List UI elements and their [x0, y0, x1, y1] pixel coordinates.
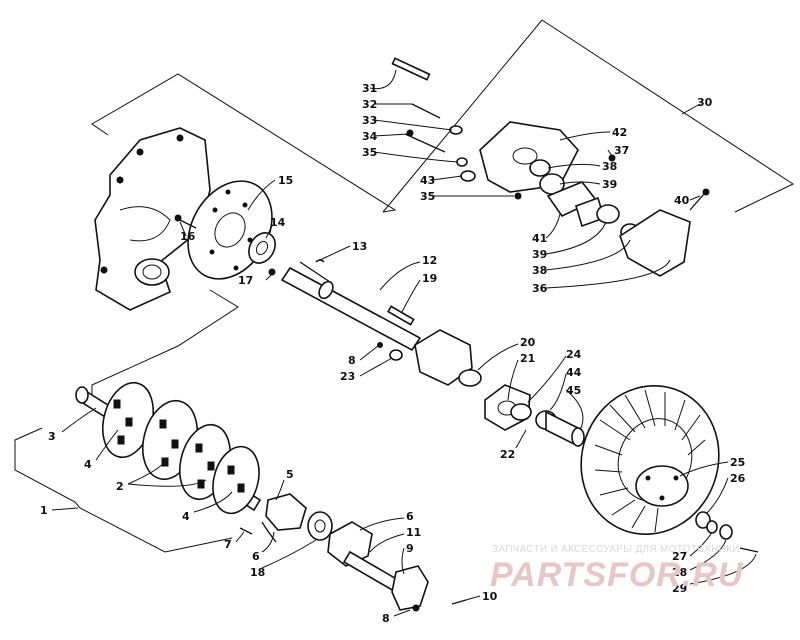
part-9-flange-end: [391, 565, 429, 611]
part-8-cotter-upper: [377, 342, 383, 348]
callout-36: 36: [532, 282, 548, 295]
callout-19: 19: [422, 272, 437, 285]
jackshaft: [280, 261, 422, 352]
part-17-nut: [268, 268, 276, 276]
part-32-bolt: [411, 103, 441, 119]
callout-33: 33: [362, 114, 377, 127]
part-16-bolt: [174, 214, 197, 229]
callout-labels: 31 32 33 34 35 43 35 30 42 37 38 39 40 4…: [40, 82, 746, 625]
callout-39-b: 39: [532, 248, 547, 261]
callout-28: 28: [672, 566, 687, 579]
callout-3: 3: [48, 430, 56, 443]
part-24-bearing: [510, 403, 532, 421]
callout-24: 24: [566, 348, 582, 361]
part-14-hub: [248, 232, 276, 264]
leader-lines: [51, 69, 757, 617]
group-30-leader: [681, 103, 701, 115]
part-26-washer: [695, 511, 711, 529]
callout-25: 25: [730, 456, 745, 469]
callout-1: 1: [40, 504, 48, 517]
callout-26: 26: [730, 472, 746, 485]
bearing-flange-20: [414, 329, 482, 387]
part-37-bleeder: [608, 154, 616, 162]
callout-21: 21: [520, 352, 535, 365]
callout-14: 14: [270, 216, 286, 229]
callout-34: 34: [362, 130, 378, 143]
part-34-bolt: [404, 133, 446, 153]
part-5-flange: [265, 493, 307, 531]
callout-31: 31: [362, 82, 377, 95]
callout-18: 18: [250, 566, 265, 579]
callout-6-a: 6: [252, 550, 260, 563]
part-6-flange-lower: [327, 521, 373, 567]
callout-37: 37: [614, 144, 629, 157]
callout-9: 9: [406, 542, 414, 555]
callout-10: 10: [482, 590, 498, 603]
callout-17: 17: [238, 274, 253, 287]
group-30-outline: [382, 19, 795, 213]
callout-41: 41: [532, 232, 547, 245]
part-35-nut-upper: [456, 157, 468, 167]
callout-7: 7: [224, 538, 232, 551]
callout-45: 45: [566, 384, 581, 397]
callout-27: 27: [672, 550, 687, 563]
part-29-bolt: [739, 547, 759, 553]
callout-8-upper: 8: [348, 354, 356, 367]
callout-30: 30: [697, 96, 713, 109]
callout-39-a: 39: [602, 178, 617, 191]
part-10-pin: [451, 599, 467, 605]
chaincase-group-outline: [91, 73, 397, 213]
callout-35-a: 35: [362, 146, 377, 159]
chaincase-housing: [94, 127, 211, 311]
part-40-fitting: [689, 188, 710, 211]
callout-43: 43: [420, 174, 435, 187]
callout-12: 12: [422, 254, 437, 267]
part-7-bolt: [239, 527, 253, 535]
watermark-brand: PARTSFOR.RU: [490, 556, 744, 594]
callout-4-a: 4: [84, 458, 92, 471]
part-35-nut-lower: [514, 192, 522, 200]
callout-11: 11: [406, 526, 421, 539]
part-31-bar: [391, 57, 431, 81]
callout-13: 13: [352, 240, 367, 253]
part-38-39-puck-upper: [529, 159, 565, 195]
callout-38-b: 38: [532, 264, 547, 277]
part-41-brake-pads: [546, 181, 605, 228]
callout-16: 16: [180, 230, 196, 243]
callout-23: 23: [340, 370, 355, 383]
callout-4-b: 4: [182, 510, 190, 523]
group-1-bracket: [14, 427, 233, 553]
callout-38-a: 38: [602, 160, 617, 173]
driven-pulley: [580, 384, 720, 536]
part-6-bearing: [307, 511, 333, 541]
callout-40: 40: [674, 194, 690, 207]
callout-6-b: 6: [406, 510, 414, 523]
part-8-cotter-lower: [412, 604, 420, 612]
drive-sprockets: [102, 381, 260, 515]
callout-5: 5: [286, 468, 294, 481]
callout-42: 42: [612, 126, 627, 139]
callout-2: 2: [116, 480, 124, 493]
part-23-washer: [389, 349, 403, 361]
part-27-28-washers: [706, 520, 733, 540]
part-36-caliper-half: [619, 209, 691, 277]
watermark-tagline: ЗАПЧАСТИ И АКСЕССУАРЫ ДЛЯ МОТОТЕХНИКИ: [492, 544, 740, 555]
callout-44: 44: [566, 366, 582, 379]
callout-20: 20: [520, 336, 536, 349]
callout-32: 32: [362, 98, 377, 111]
callout-29: 29: [672, 582, 687, 595]
part-43-washer: [460, 170, 476, 182]
callout-35-b: 35: [420, 190, 435, 203]
part-13-key: [315, 259, 325, 263]
part-18-seal: [261, 521, 277, 543]
part-19-key: [387, 305, 415, 326]
chaincase-group-outline-lower: [91, 289, 239, 398]
callout-8-lower: 8: [382, 612, 390, 625]
callout-22: 22: [500, 448, 515, 461]
callout-15: 15: [278, 174, 293, 187]
